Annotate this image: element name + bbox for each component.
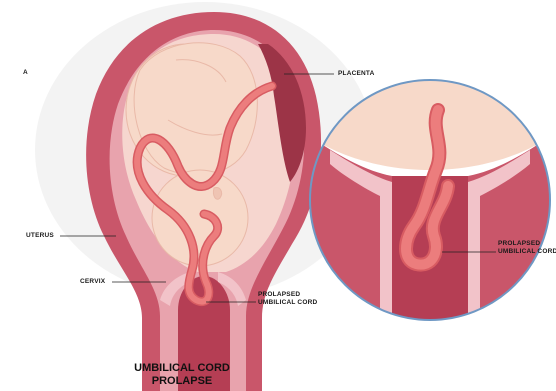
figure-title-line1: UMBILICAL CORD [112,362,252,374]
label-placenta: PLACENTA [338,70,375,78]
label-prolapsed-cord-line1: PROLAPSED [258,291,300,299]
label-uterus: UTERUS [26,232,54,240]
label-zoom-prolapsed-line1: PROLAPSED [498,240,540,248]
figure-title-line2: PROLAPSE [112,375,252,387]
fetus-ear [213,188,221,200]
label-prolapsed-cord-line2: UMBILICAL CORD [258,299,317,307]
label-cervix: CERVIX [80,278,105,286]
panel-letter: A [23,69,28,77]
label-zoom-prolapsed-line2: UMBILICAL CORD [498,248,556,256]
